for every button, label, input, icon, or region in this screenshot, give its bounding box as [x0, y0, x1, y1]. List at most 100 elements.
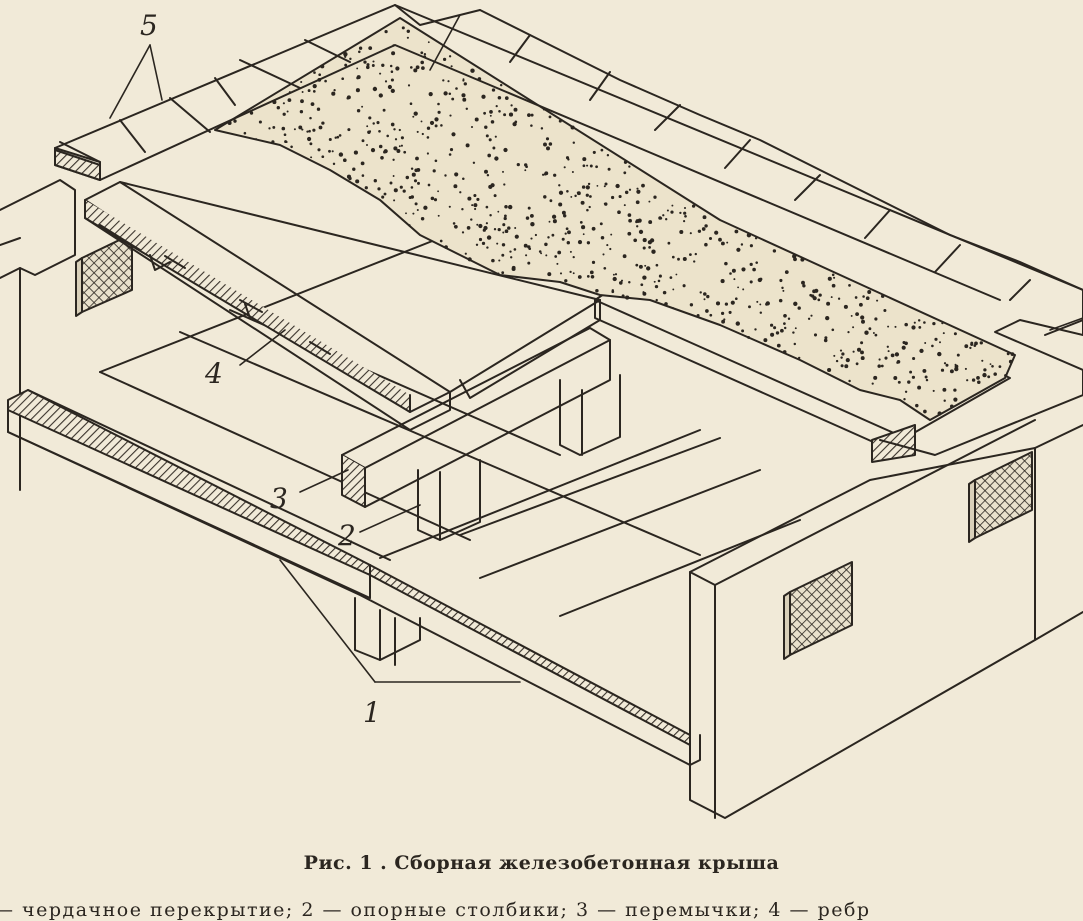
insulation-dot [301, 128, 304, 131]
insulation-dot [648, 220, 653, 225]
lintel-beam [341, 327, 611, 508]
insulation-dot [455, 87, 458, 90]
insulation-dot [508, 112, 514, 117]
insulation-dot [390, 70, 394, 73]
insulation-dot [328, 149, 331, 153]
insulation-dot [271, 140, 275, 144]
label-4: 4 [204, 357, 223, 390]
insulation-dot [486, 246, 489, 249]
insulation-dot [903, 398, 906, 401]
insulation-dot [371, 64, 375, 67]
insulation-dot [754, 328, 757, 331]
insulation-dot [624, 190, 629, 195]
insulation-dot [383, 149, 388, 154]
insulation-dot [953, 388, 957, 392]
insulation-dot [545, 254, 548, 257]
insulation-dot [932, 321, 936, 326]
insulation-dot [565, 156, 570, 160]
insulation-dot [582, 157, 587, 162]
insulation-dot [488, 138, 492, 142]
insulation-dot [845, 358, 850, 363]
insulation-dot [949, 369, 954, 374]
insulation-dot [924, 375, 928, 379]
insulation-dot [316, 107, 321, 111]
insulation-dot [463, 82, 467, 86]
insulation-dot [752, 267, 756, 272]
insulation-dot [942, 332, 945, 335]
insulation-dot [638, 229, 644, 235]
insulation-dot [979, 341, 983, 345]
insulation-dot [378, 129, 381, 133]
insulation-dot [347, 128, 351, 132]
insulation-dot [268, 127, 271, 130]
insulation-dot [665, 218, 668, 221]
insulation-dot [473, 193, 477, 198]
insulation-dot [872, 332, 875, 334]
insulation-dot [662, 214, 665, 217]
insulation-dot [449, 148, 454, 152]
insulation-dot [964, 344, 969, 349]
insulation-dot [409, 66, 413, 69]
insulation-dot [503, 183, 506, 186]
insulation-dot [366, 65, 370, 70]
insulation-dot [873, 375, 878, 380]
insulation-dot [909, 370, 913, 374]
insulation-dot [602, 253, 605, 256]
insulation-dot [907, 380, 911, 384]
insulation-dot [410, 195, 415, 199]
insulation-dot [748, 305, 751, 309]
insulation-dot [747, 335, 751, 339]
insulation-dot [530, 237, 533, 240]
insulation-dot [300, 80, 303, 84]
insulation-dot [664, 302, 668, 306]
insulation-dot [434, 159, 438, 163]
insulation-dot [376, 121, 380, 125]
insulation-dot [953, 397, 958, 402]
insulation-dot [720, 279, 725, 284]
insulation-dot [871, 382, 874, 385]
insulation-dot [527, 113, 531, 117]
insulation-dot [484, 169, 488, 174]
insulation-dot [966, 379, 969, 382]
insulation-dot [850, 314, 853, 317]
insulation-dot [558, 119, 562, 123]
insulation-dot [334, 136, 337, 139]
insulation-dot [530, 124, 533, 127]
insulation-dot [428, 91, 433, 97]
insulation-dot [379, 72, 382, 75]
insulation-dot [452, 222, 456, 225]
insulation-dot [502, 223, 506, 227]
insulation-dot [912, 356, 916, 361]
insulation-dot [993, 372, 997, 376]
insulation-dot [403, 150, 407, 154]
insulation-dot [720, 311, 725, 316]
insulation-dot [628, 165, 631, 168]
insulation-dot [775, 331, 780, 335]
insulation-dot [415, 156, 419, 161]
insulation-dot [667, 241, 671, 245]
insulation-dot [548, 142, 553, 146]
insulation-dot [683, 220, 686, 223]
label-2: 2 [337, 519, 356, 552]
insulation-dot [709, 313, 713, 317]
insulation-dot [491, 258, 495, 263]
insulation-dot [703, 298, 706, 301]
insulation-dot [398, 128, 401, 132]
insulation-dot [417, 181, 420, 185]
insulation-dot [736, 247, 741, 252]
insulation-dot [484, 125, 488, 129]
insulation-dot [679, 211, 682, 215]
insulation-dot [642, 246, 646, 250]
insulation-dot [628, 218, 632, 223]
insulation-dot [831, 283, 836, 288]
insulation-dot [669, 276, 673, 279]
insulation-dot [779, 278, 783, 283]
insulation-dot [611, 290, 615, 294]
insulation-dot [453, 184, 458, 189]
insulation-dot [861, 319, 865, 324]
insulation-dot [421, 66, 425, 70]
insulation-dot [426, 126, 431, 130]
insulation-dot [281, 126, 286, 131]
insulation-dot [373, 179, 377, 183]
insulation-dot [554, 255, 558, 258]
